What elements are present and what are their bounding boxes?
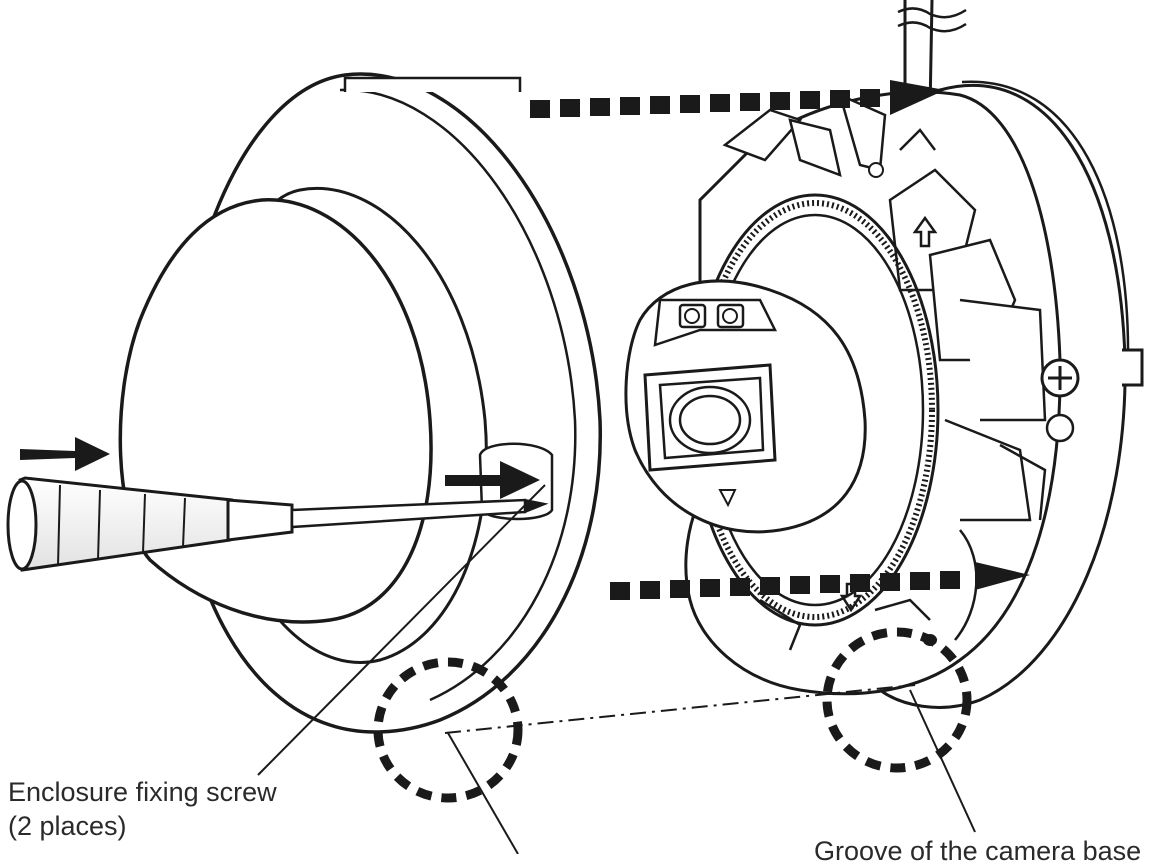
groove-label: Groove of the camera base	[814, 836, 1142, 866]
leader-lines	[257, 484, 976, 854]
push-arrow-icon	[20, 437, 540, 499]
groove-callout: Groove of the camera base	[814, 834, 1141, 868]
dashed-highlight-circle-icon	[373, 627, 972, 803]
side-pin	[1122, 348, 1144, 387]
enclosure-screw-count: (2 places)	[8, 811, 127, 841]
enclosure-screw-label: Enclosure fixing screw	[8, 777, 277, 807]
up-arrow-icon	[912, 215, 938, 248]
dashed-direction-arrow-icon	[530, 80, 1030, 600]
enclosure-screw-callout: Enclosure fixing screw (2 places)	[8, 775, 277, 843]
lens-unit	[624, 279, 867, 534]
screw-head-icon	[1040, 358, 1080, 398]
camera-base	[684, 0, 1144, 709]
screwdriver-icon	[6, 476, 549, 572]
enclosure	[118, 72, 602, 734]
